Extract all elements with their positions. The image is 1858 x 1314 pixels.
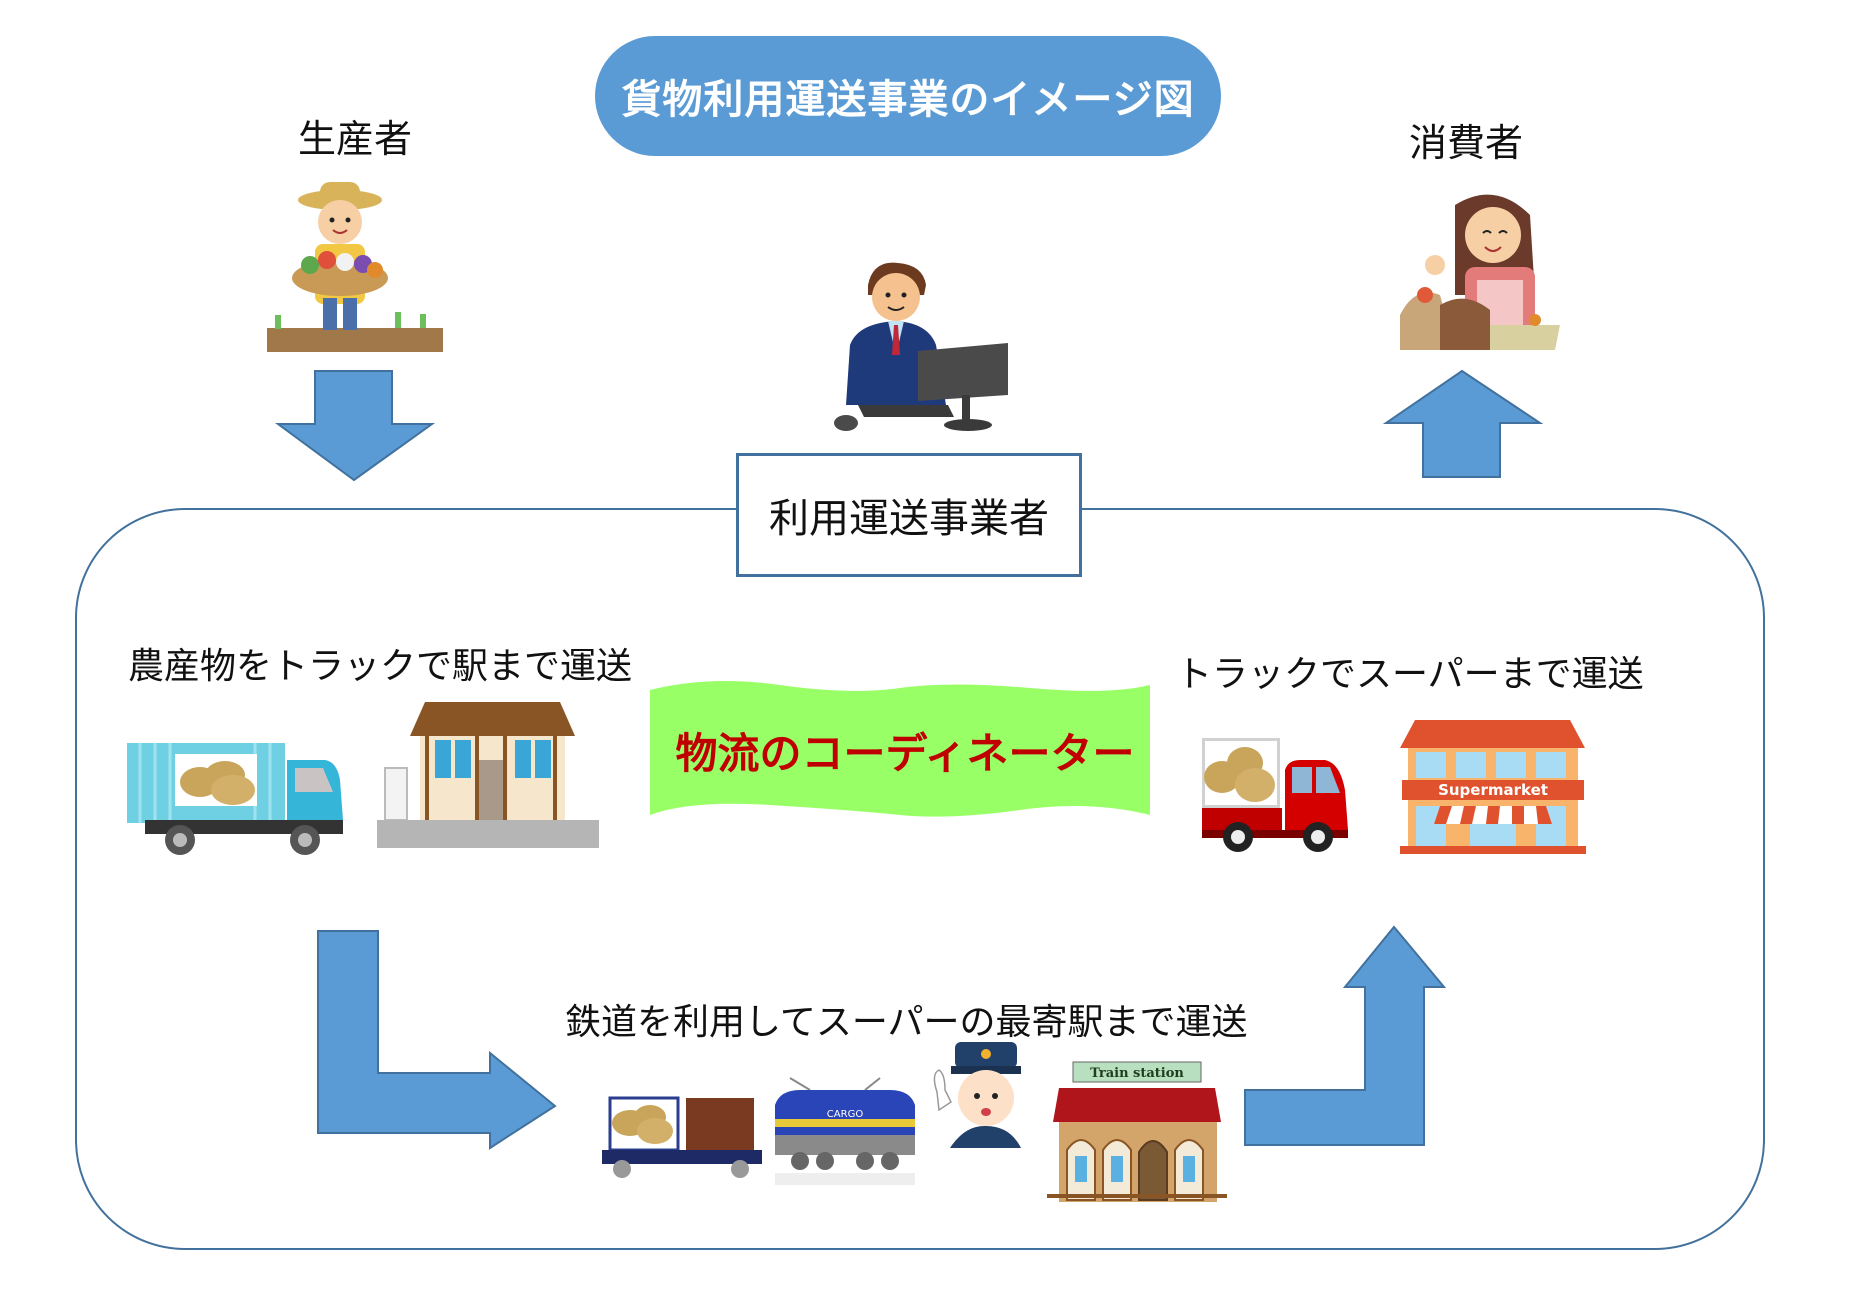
cargo-locomotive-illustration: CARGO — [775, 1077, 915, 1185]
station-staff-illustration — [933, 1042, 1021, 1148]
coordinator-banner-text: 物流のコーディネーター — [675, 729, 1135, 778]
locomotive-text: CARGO — [827, 1109, 864, 1120]
step-truck-to-station-label: 農産物をトラックで駅まで運送 — [128, 646, 633, 687]
small-station-illustration — [377, 702, 599, 848]
train-station-sign-text: Train station — [1090, 1066, 1184, 1081]
step-truck-to-supermarket-label: トラックでスーパーまで運送 — [1176, 654, 1644, 695]
consumer-label: 消費者 — [1409, 121, 1524, 165]
arrow-up-icon — [1382, 369, 1544, 478]
supermarket-illustration: Supermarket — [1400, 720, 1586, 854]
train-station-illustration: Train station — [1047, 1061, 1227, 1202]
farmer-illustration — [267, 182, 443, 352]
arrow-down-icon — [274, 370, 436, 482]
truck-with-potatoes-illustration — [127, 743, 343, 855]
operator-at-computer-illustration — [834, 262, 1008, 431]
arrow-turn-up-icon — [1244, 925, 1447, 1146]
producer-label: 生産者 — [298, 117, 413, 161]
supermarket-sign-text: Supermarket — [1438, 781, 1548, 799]
step-rail-transport-label: 鉄道を利用してスーパーの最寄駅まで運送 — [565, 1002, 1248, 1043]
red-truck-illustration — [1202, 738, 1348, 852]
freight-wagon-illustration — [602, 1096, 762, 1178]
diagram-title: 貨物利用運送事業のイメージ図 — [595, 36, 1221, 156]
shopper-illustration — [1400, 194, 1560, 350]
arrow-turn-right-icon — [317, 930, 557, 1150]
operator-box: 利用運送事業者 — [736, 453, 1082, 577]
coordinator-banner — [650, 681, 1150, 817]
